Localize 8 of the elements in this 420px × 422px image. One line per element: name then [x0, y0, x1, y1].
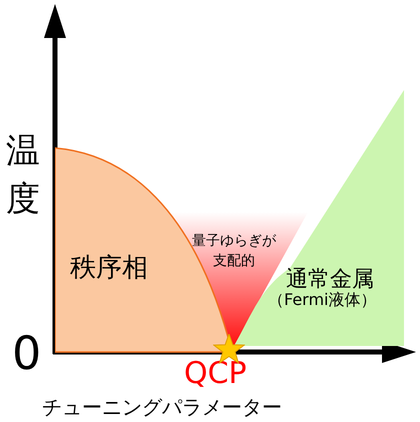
axis-title: 温度: [6, 130, 40, 221]
phase-label: 秩序相: [70, 252, 148, 285]
phase-label: 量子ゆらぎが支配的: [191, 232, 277, 271]
phase-label: （Fermi液体）: [268, 290, 376, 311]
axis-title: チューニングパラメーター: [42, 394, 282, 421]
point-label: QCP: [184, 356, 247, 391]
origin-label: 0: [12, 326, 42, 380]
phase-label: 通常金属: [286, 266, 374, 292]
